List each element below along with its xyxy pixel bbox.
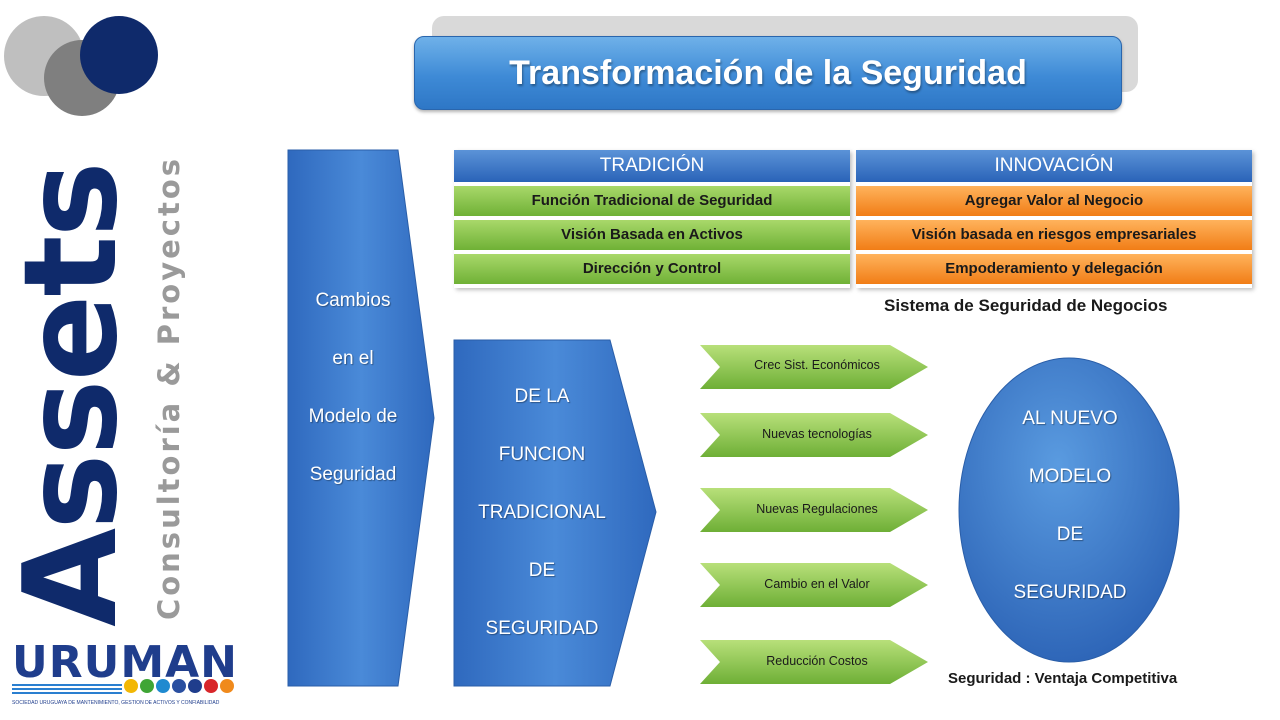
driver-label: Reducción Costos — [766, 654, 868, 668]
partner-logo: URUMAN — [12, 637, 238, 688]
left-arrow-line: Modelo de — [308, 406, 398, 427]
driver-arrow — [700, 413, 928, 457]
logo-circle-dark — [80, 16, 158, 94]
oval-line: AL NUEVO — [1022, 408, 1118, 429]
tradition-table: TRADICIÓN Función Tradicional de Segurid… — [454, 150, 850, 288]
gear-icon — [172, 679, 186, 693]
new-model-oval — [958, 357, 1180, 663]
logo: Assets Consultoría & Proyectos URUMAN SO… — [0, 0, 270, 720]
drop-icon — [220, 679, 234, 693]
innovation-row: Agregar Valor al Negocio — [856, 184, 1252, 216]
middle-chevron-arrow — [453, 339, 657, 687]
middle-arrow-line: SEGURIDAD — [485, 618, 599, 639]
driver-label: Crec Sist. Económicos — [754, 358, 880, 372]
middle-arrow-line: DE LA — [514, 386, 570, 407]
middle-arrow-line: TRADICIONAL — [478, 502, 606, 523]
oval-line: MODELO — [1028, 466, 1112, 487]
tradition-row: Dirección y Control — [454, 252, 850, 284]
innovation-row: Visión basada en riesgos empresariales — [856, 218, 1252, 250]
bottom-caption: Seguridad : Ventaja Competitiva — [948, 670, 1178, 687]
driver-arrow — [700, 640, 928, 684]
fire-icon — [204, 679, 218, 693]
water-icon — [156, 679, 170, 693]
left-arrow-line: en el — [332, 348, 374, 369]
innovation-table: INNOVACIÓN Agregar Valor al Negocio Visi… — [856, 150, 1252, 288]
driver-arrow — [700, 488, 928, 532]
left-chevron-arrow — [287, 149, 435, 687]
driver-arrow — [700, 563, 928, 607]
title-banner: Transformación de la Seguridad — [414, 36, 1122, 110]
driver-label: Cambio en el Valor — [764, 577, 870, 591]
left-arrow-line: Seguridad — [309, 464, 397, 485]
tradition-row: Visión Basada en Activos — [454, 218, 850, 250]
left-arrow-line: Cambios — [315, 290, 391, 311]
innovation-header: INNOVACIÓN — [856, 150, 1252, 182]
leaf-icon — [140, 679, 154, 693]
driver-label: Nuevas tecnologías — [762, 427, 872, 441]
innovation-caption: Sistema de Seguridad de Negocios — [884, 296, 1168, 315]
sun-icon — [124, 679, 138, 693]
bolt-icon — [188, 679, 202, 693]
driver-arrow — [700, 345, 928, 389]
partner-logo-stripes — [12, 684, 122, 694]
middle-arrow-line: DE — [528, 560, 556, 581]
partner-logo-icons — [124, 679, 234, 693]
middle-arrow-line: FUNCION — [498, 444, 586, 465]
driver-arrows — [700, 345, 928, 684]
tradition-row: Función Tradicional de Seguridad — [454, 184, 850, 216]
page-title: Transformación de la Seguridad — [509, 54, 1027, 92]
oval-line: SEGURIDAD — [1013, 582, 1127, 603]
innovation-row: Empoderamiento y delegación — [856, 252, 1252, 284]
partner-caption: SOCIEDAD URUGUAYA DE MANTENIMIENTO, GEST… — [12, 700, 220, 706]
driver-label: Nuevas Regulaciones — [756, 502, 878, 516]
tradition-header: TRADICIÓN — [454, 150, 850, 182]
oval-line: DE — [1056, 524, 1084, 545]
